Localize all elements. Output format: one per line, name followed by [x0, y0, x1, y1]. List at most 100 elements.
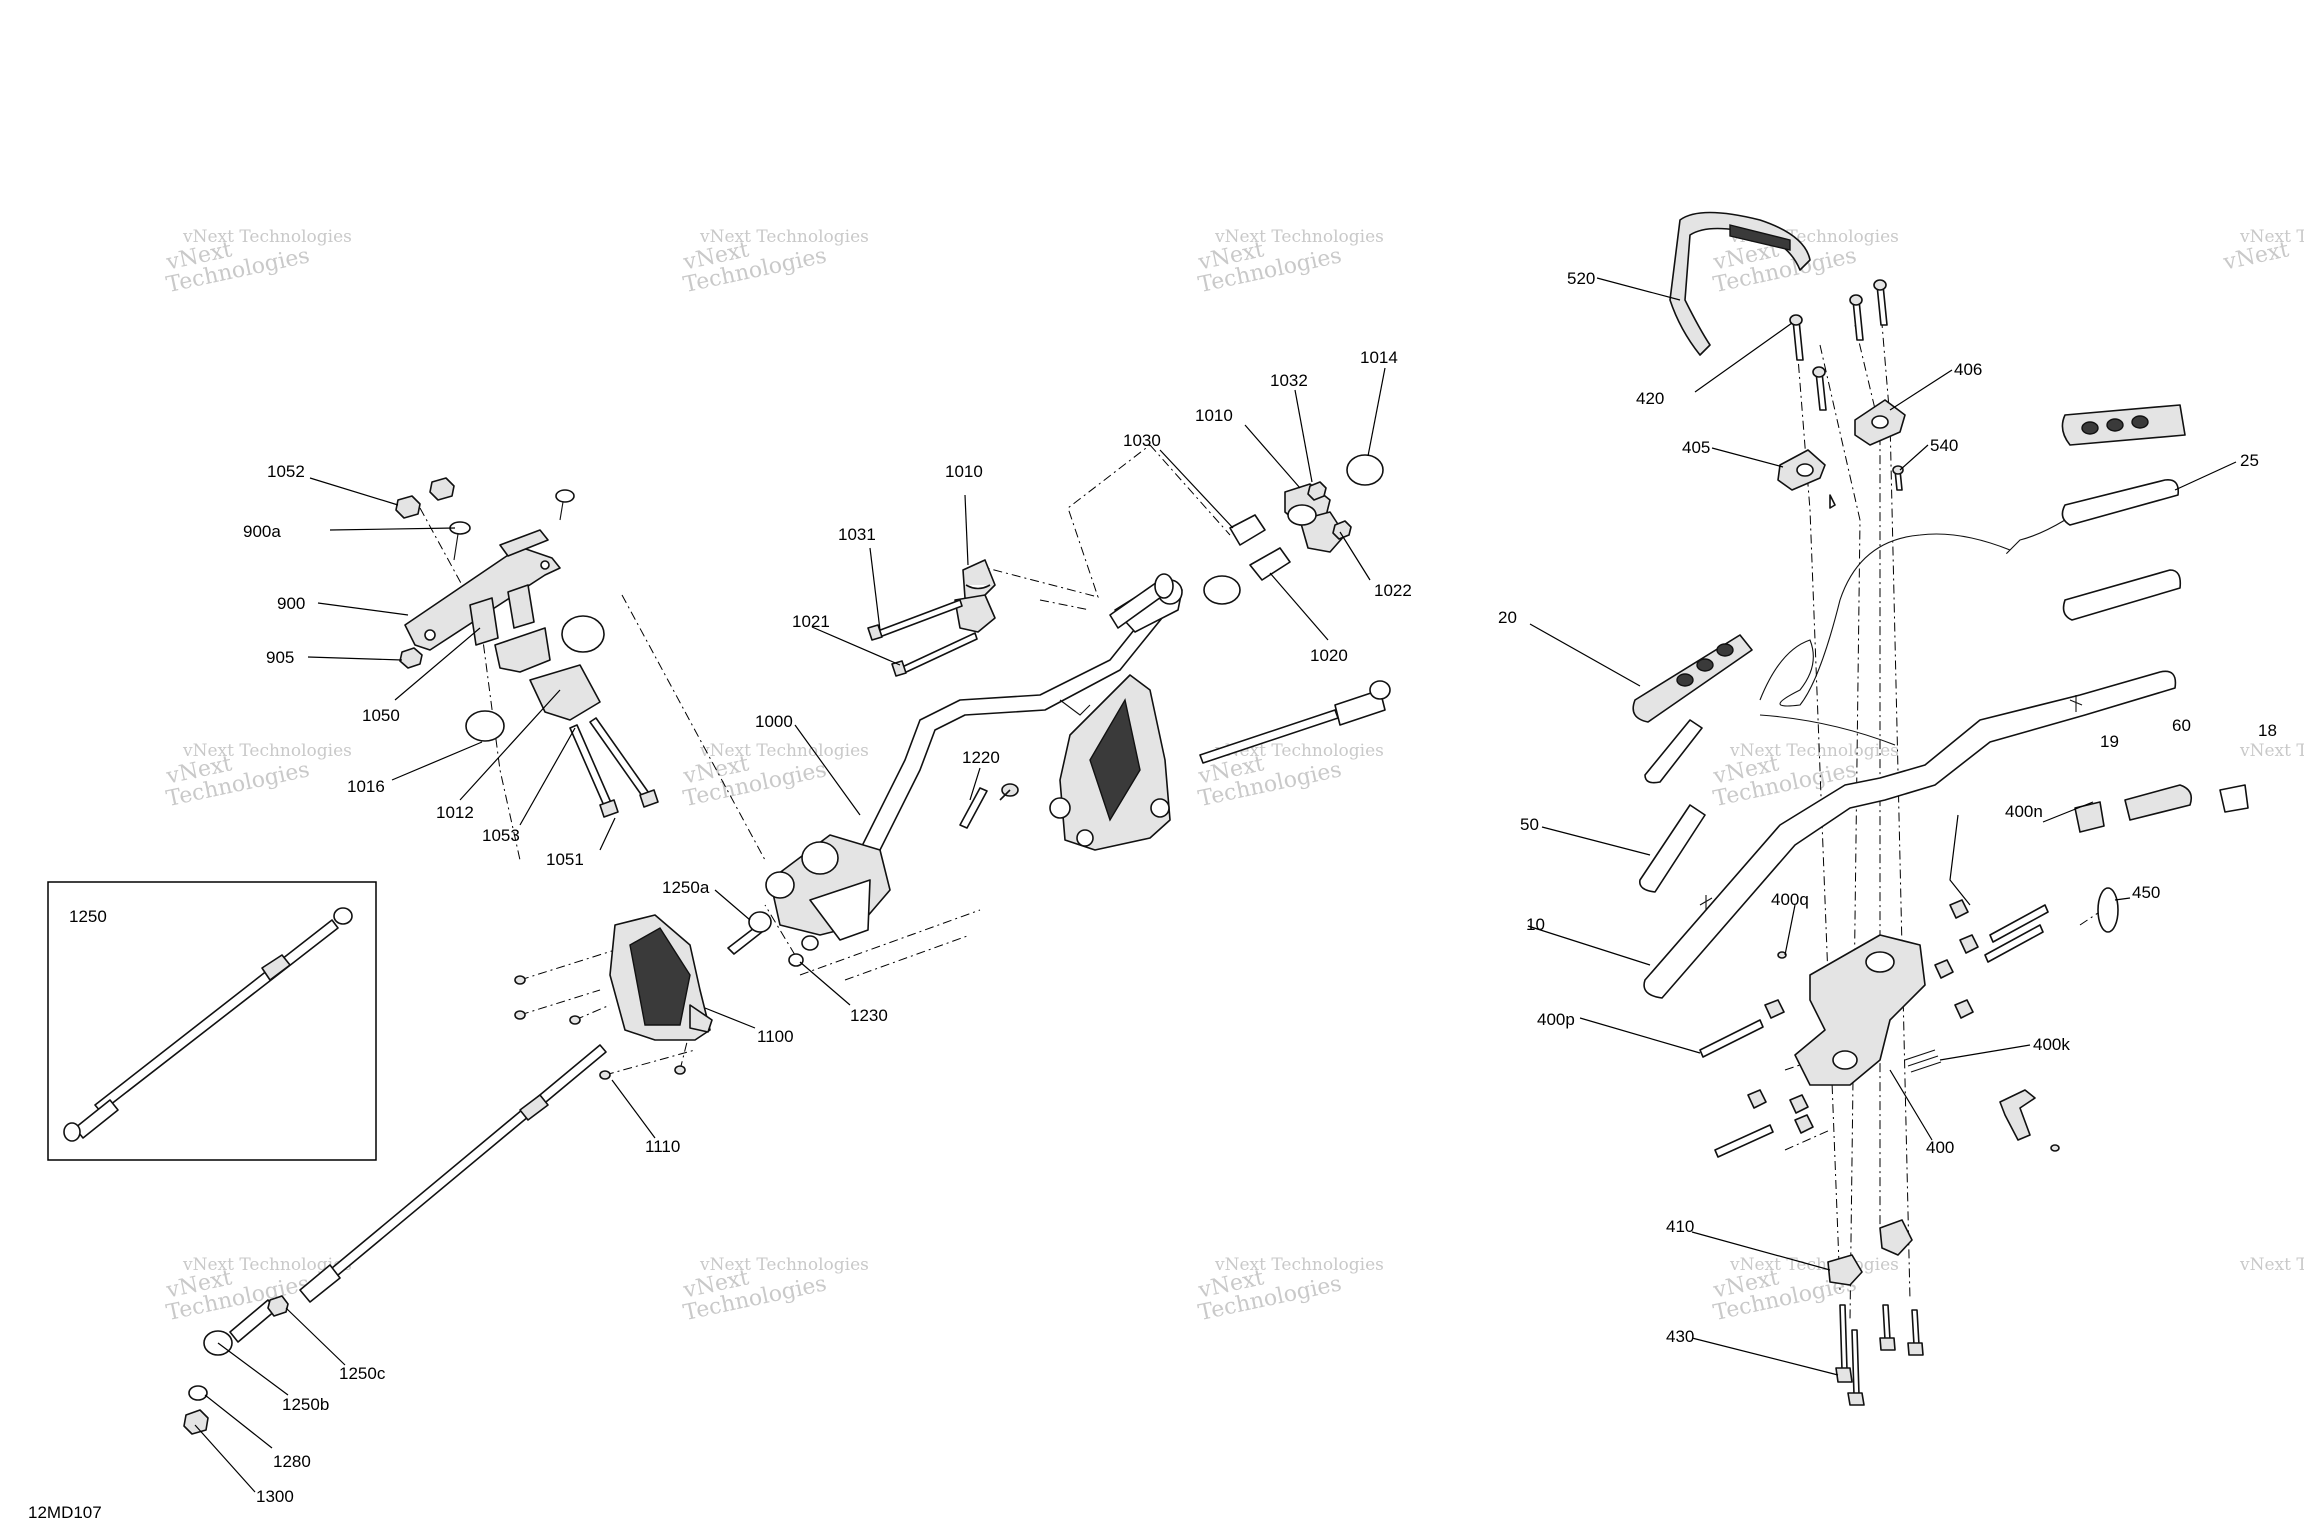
callout-1016: 1016 — [347, 777, 385, 796]
callout-900: 900 — [277, 594, 305, 613]
watermark: vNext Technologies vNext Technologies — [1195, 227, 1383, 298]
cover-1100-upper — [1049, 674, 1171, 851]
svg-text:vNext Technologies: vNext Technologies — [2239, 741, 2304, 761]
handlebar-10 — [1643, 670, 2177, 999]
sleeve-50 — [1638, 719, 1706, 893]
callout-1050: 1050 — [362, 706, 400, 725]
bolts-400n — [1934, 899, 2049, 1019]
callout-430: 430 — [1666, 1327, 1694, 1346]
svg-text:vNext: vNext — [2220, 237, 2291, 275]
cap-410 — [1827, 1219, 1913, 1286]
callout-1250a: 1250a — [662, 878, 710, 897]
svg-text:vNext Technologies: vNext Technologies — [699, 1255, 869, 1275]
bolt-420 — [1789, 279, 1888, 411]
screw-1110 — [514, 975, 686, 1080]
bolt-lower-400 — [1714, 1089, 1814, 1158]
washer-1280 — [188, 1385, 208, 1401]
rod-end-1250a — [727, 911, 772, 955]
callout-1021: 1021 — [792, 612, 830, 631]
bolt-1051 — [569, 717, 659, 818]
nut-1250c — [267, 1295, 289, 1317]
grip-20 — [1632, 634, 1753, 723]
watermark: vNext Technologies vNext Technologies — [1710, 1255, 1898, 1326]
callout-905: 905 — [266, 648, 294, 667]
callout-400k: 400k — [2033, 1035, 2070, 1054]
callout-1014: 1014 — [1360, 348, 1398, 367]
seal-1016 — [465, 615, 605, 742]
watermark: vNext Technologies — [2239, 1255, 2304, 1275]
callout-540: 540 — [1930, 436, 1958, 455]
nut-1032 — [1307, 481, 1327, 501]
tie-rod-1250 — [203, 1044, 607, 1356]
callout-20: 20 — [1498, 608, 1517, 627]
callout-400q: 400q — [1771, 890, 1809, 909]
callout-18: 18 — [2258, 721, 2277, 740]
spring-400k — [1904, 1049, 1942, 1073]
svg-text:vNext Technologies: vNext Technologies — [1214, 227, 1384, 247]
callout-1010: 1010 — [945, 462, 983, 481]
callout-1030: 1030 — [1123, 431, 1161, 450]
watermark: vNext Technologies vNext Technologies — [163, 741, 351, 812]
watermark: vNext Technologies vNext — [2220, 227, 2304, 276]
inset-box — [47, 881, 377, 1161]
nut-1052 — [395, 477, 455, 519]
svg-text:vNext Technologies: vNext Technologies — [182, 741, 352, 761]
callout-1230: 1230 — [850, 1006, 888, 1025]
callout-1110: 1110 — [645, 1137, 680, 1156]
end-18 — [2219, 784, 2249, 813]
callout-1031: 1031 — [838, 525, 876, 544]
callout-1300: 1300 — [256, 1487, 294, 1506]
washer-450 — [2097, 887, 2119, 933]
sleeve-1030 — [1229, 514, 1266, 546]
svg-text:vNext Technologies: vNext Technologies — [699, 227, 869, 247]
svg-text:vNext Technologies: vNext Technologies — [1214, 1255, 1384, 1275]
watermark-layer: vNext Technologies vNext Technologies vN… — [163, 227, 2304, 1326]
bracket-900 — [404, 529, 561, 651]
watermark: vNext Technologies vNext Technologies — [163, 227, 351, 298]
sleeve-19 — [2074, 801, 2105, 833]
callout-1032: 1032 — [1270, 371, 1308, 390]
bolt-1031 — [867, 599, 963, 641]
handle-520 — [1669, 211, 1811, 356]
callout-25: 25 — [2240, 451, 2259, 470]
svg-text:vNext Technologies: vNext Technologies — [182, 227, 352, 247]
clamp-1050 — [469, 584, 601, 721]
screw-540 — [1892, 465, 1904, 491]
sleeve-60 — [2124, 784, 2193, 821]
callout-900a: 900a — [243, 522, 281, 541]
grip-25-upper — [2061, 404, 2186, 446]
cover-1100 — [609, 914, 713, 1041]
watermark: vNext Technologies vNext Technologies — [680, 1255, 868, 1326]
bolt-1021 — [891, 632, 978, 677]
callout-1000: 1000 — [755, 712, 793, 731]
bolt-430 — [1835, 1304, 1924, 1406]
callout-400p: 400p — [1537, 1010, 1575, 1029]
tube-1010 — [1109, 573, 1241, 629]
assembly-lines-left — [419, 444, 1231, 1076]
callout-1250b: 1250b — [282, 1395, 329, 1414]
throttle-cable — [1759, 519, 2066, 746]
callout-1053: 1053 — [482, 826, 520, 845]
grip-25 — [2061, 478, 2180, 526]
watermark: vNext Technologies vNext Technologies — [680, 741, 868, 812]
callout-400n: 400n — [2005, 802, 2043, 821]
lever-400 — [1999, 1089, 2060, 1152]
svg-text:vNext Technologies: vNext Technologies — [2239, 227, 2304, 247]
callout-1220: 1220 — [962, 748, 1000, 767]
nut-1022 — [1332, 520, 1352, 540]
callout-405: 405 — [1682, 438, 1710, 457]
bolt-1220 — [959, 783, 1019, 829]
callout-labels: 1052 900a 900 905 1050 1016 1012 1053 10… — [28, 269, 2277, 1522]
callout-50: 50 — [1520, 815, 1539, 834]
bolt-900a — [449, 489, 575, 561]
diagram-code: 12MD107 — [28, 1503, 102, 1522]
callout-1052: 1052 — [267, 462, 305, 481]
callout-400: 400 — [1926, 1138, 1954, 1157]
leader-lines — [194, 277, 2237, 1493]
clamp-400 — [1794, 934, 1926, 1086]
callout-450: 450 — [2132, 883, 2160, 902]
callout-60: 60 — [2172, 716, 2191, 735]
watermark: vNext Technologies — [2239, 741, 2304, 761]
callout-1012: 1012 — [436, 803, 474, 822]
